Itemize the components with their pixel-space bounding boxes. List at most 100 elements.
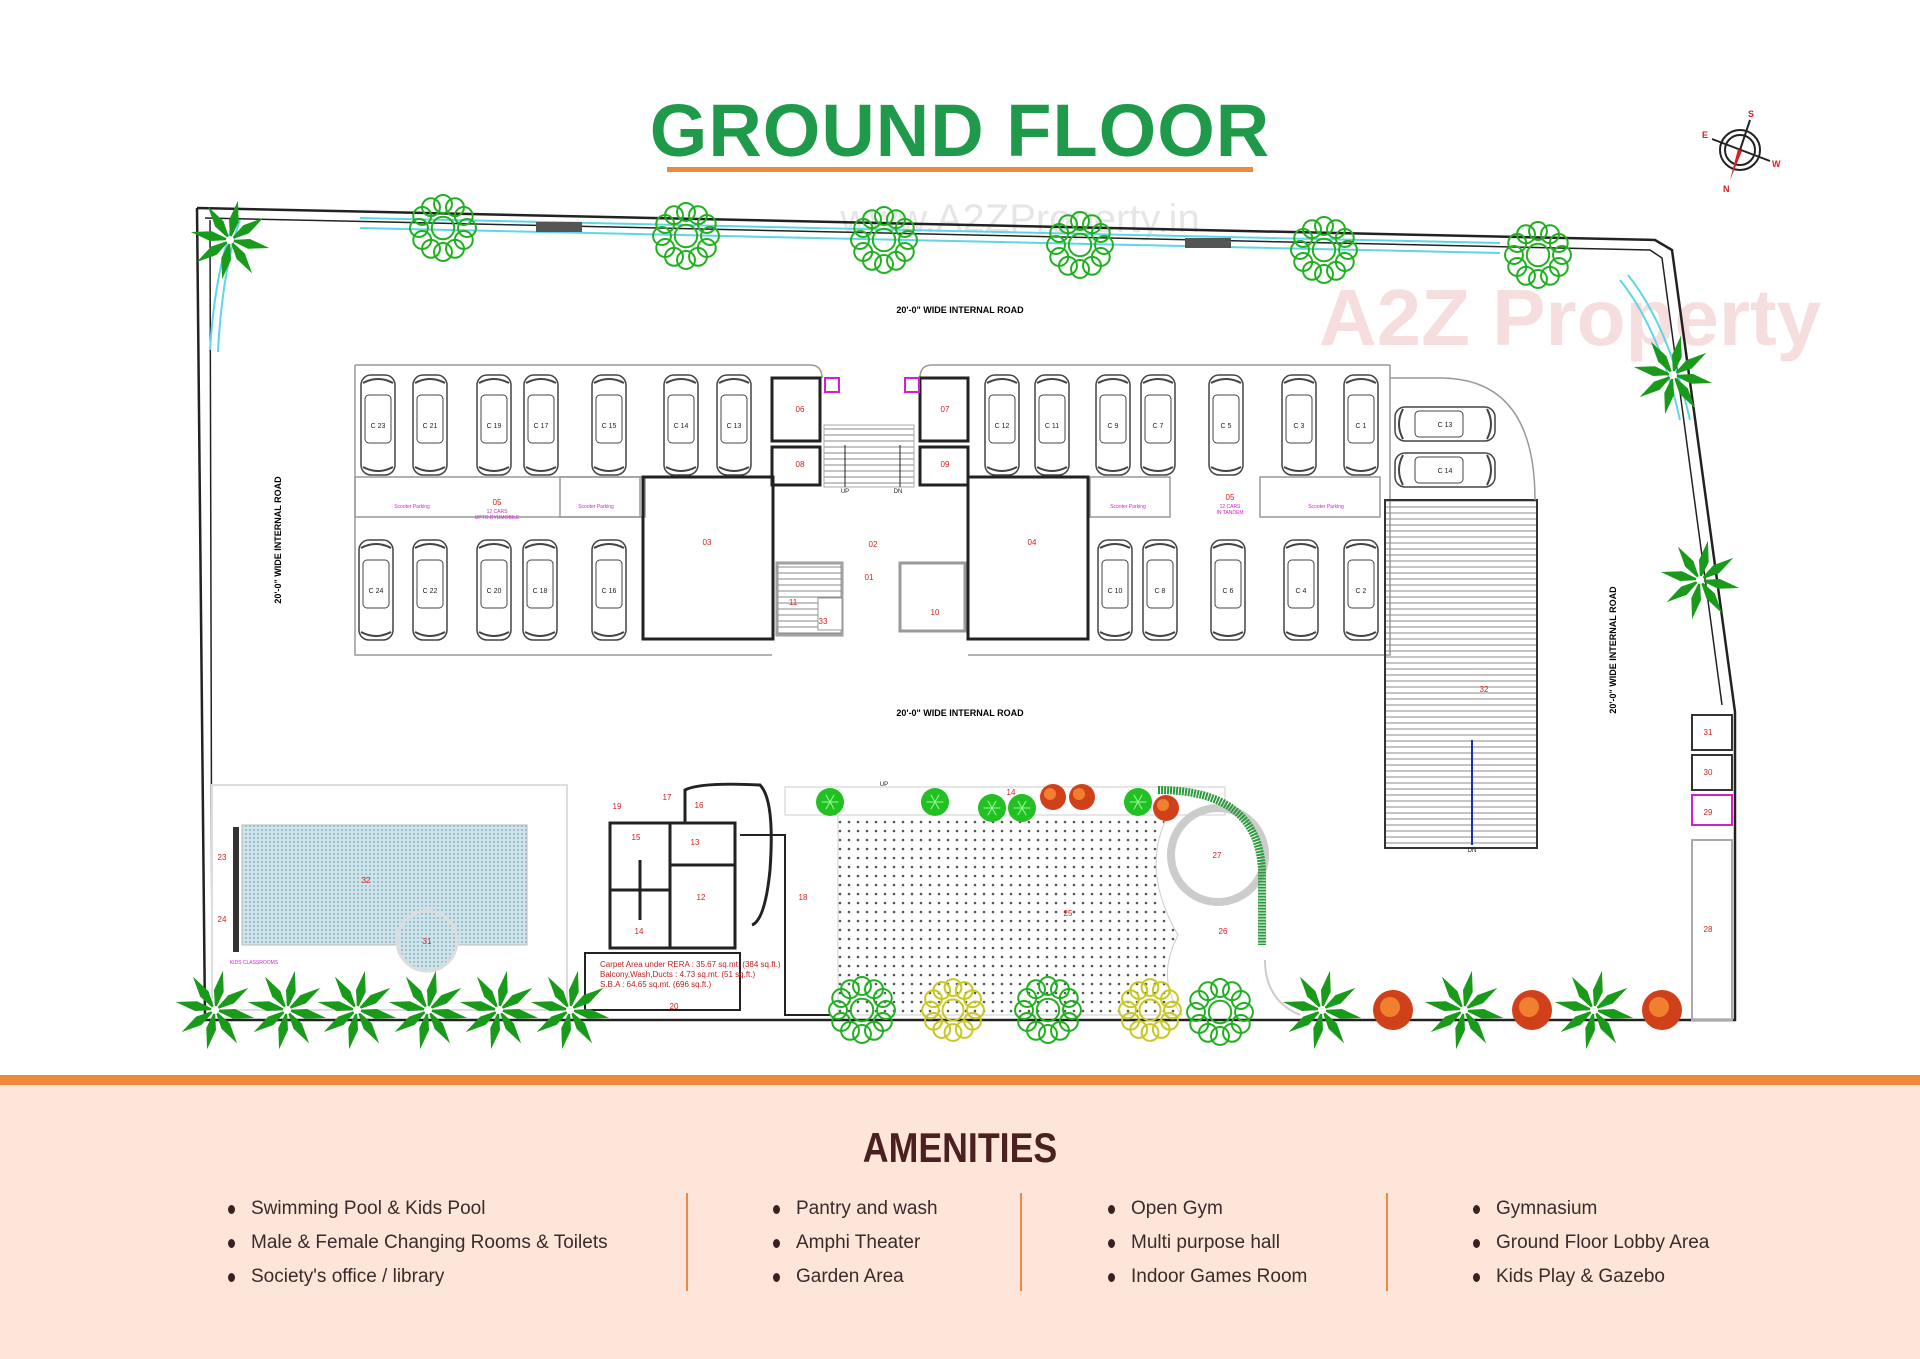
room-label: 13 [691, 838, 700, 847]
amenities-title: AMENITIES [862, 1124, 1058, 1171]
room-label: DN [894, 489, 903, 495]
amenities-column-3: Open Gym Multi purpose hall Indoor Games… [1108, 1192, 1307, 1294]
title-underline [667, 167, 1253, 172]
bush-icon [978, 794, 1006, 822]
room-label: UP [841, 489, 849, 495]
room-label: 18 [799, 893, 808, 902]
parking-slot: C 4 [1283, 539, 1319, 641]
room-label: UPTO DYUMOBILE [475, 515, 520, 521]
room-label: 31 [1704, 728, 1713, 737]
room-label: KIDS CLASSROOMS [230, 960, 279, 966]
amenity-item: Garden Area [773, 1260, 938, 1294]
car-label: C 23 [371, 423, 386, 430]
bush-icon [1008, 794, 1036, 822]
car-label: C 15 [602, 423, 617, 430]
room-label: 04 [1028, 538, 1037, 547]
parking-slot: C 14 [1394, 452, 1496, 488]
car-label: C 4 [1296, 588, 1307, 595]
parking-slot: C 13 [716, 374, 752, 476]
svg-text:N: N [1723, 184, 1730, 194]
palm-tree-icon [459, 970, 539, 1050]
room-label: 33 [819, 617, 828, 626]
parking-slot: C 2 [1343, 539, 1379, 641]
ramp [1384, 499, 1538, 849]
room-label: 09 [941, 460, 950, 469]
room-label: 01 [865, 573, 874, 582]
parking-slot: C 19 [476, 374, 512, 476]
car-label: C 13 [727, 423, 742, 430]
road-label-right: 20'-0" WIDE INTERNAL ROAD [1608, 586, 1618, 714]
car-label: C 19 [487, 423, 502, 430]
palm-tree-icon [1660, 540, 1740, 620]
car-label: C 20 [487, 588, 502, 595]
room-label: 06 [796, 405, 805, 414]
palm-tree-icon [388, 970, 468, 1050]
parking-slot: C 24 [358, 539, 394, 641]
palm-tree-icon [247, 970, 327, 1050]
parking-slot: C 9 [1095, 374, 1131, 476]
parking-slot: C 5 [1208, 374, 1244, 476]
amenity-item: Indoor Games Room [1108, 1260, 1307, 1294]
room-label: 27 [1213, 851, 1222, 860]
room-label: 12 [697, 893, 706, 902]
room-label: 07 [941, 405, 950, 414]
amenity-item: Gymnasium [1473, 1192, 1709, 1226]
room-label: 31 [423, 937, 432, 946]
car-label: C 5 [1221, 423, 1232, 430]
room-label: IN TANDEM [1216, 510, 1243, 516]
parking-slot: C 21 [412, 374, 448, 476]
palm-tree-icon [317, 970, 397, 1050]
car-label: C 3 [1294, 423, 1305, 430]
parking-slot: C 18 [522, 539, 558, 641]
tree-icon [1186, 978, 1254, 1046]
parking-slot: C 1 [1343, 374, 1379, 476]
car-label: C 8 [1155, 588, 1166, 595]
room-label: Scooter Parking [394, 504, 430, 510]
room-label: 17 [663, 793, 672, 802]
room-label: 28 [1704, 925, 1713, 934]
room-label: 02 [869, 540, 878, 549]
palm-tree-icon [1282, 970, 1362, 1050]
room-label: 10 [931, 608, 940, 617]
svg-text:E: E [1702, 130, 1708, 140]
room-label: Scooter Parking [1110, 504, 1146, 510]
car-label: C 1 [1356, 423, 1367, 430]
parking-slot: C 15 [591, 374, 627, 476]
svg-text:S.B.A : 64.65 sq.mt. (696 sq.f: S.B.A : 64.65 sq.mt. (696 sq.ft.) [600, 980, 712, 989]
amenity-item: Swimming Pool & Kids Pool [228, 1192, 608, 1226]
car-label: C 14 [674, 423, 689, 430]
tree-icon [409, 194, 477, 262]
svg-text:S: S [1748, 109, 1754, 119]
area-info: Carpet Area under RERA : 35.67 sq.mt. (3… [600, 960, 781, 989]
parking-slot: C 12 [984, 374, 1020, 476]
shrub-icon [921, 978, 985, 1042]
bush-icon [921, 788, 949, 816]
car-label: C 7 [1153, 423, 1164, 430]
flowering-shrub-icon [1512, 990, 1552, 1030]
room-label: 29 [1704, 808, 1713, 817]
amenity-item: Amphi Theater [773, 1226, 938, 1260]
car-label: C 21 [423, 423, 438, 430]
amenity-item: Multi purpose hall [1108, 1226, 1307, 1260]
amenities-panel [0, 1085, 1920, 1359]
room-label: Scooter Parking [578, 504, 614, 510]
room-label: 26 [1219, 927, 1228, 936]
parking-slot: C 10 [1097, 539, 1133, 641]
tree-icon [1046, 211, 1114, 279]
tree-icon [652, 202, 720, 270]
garden-area [837, 814, 1184, 1016]
amenity-item: Open Gym [1108, 1192, 1307, 1226]
tree-icon [850, 206, 918, 274]
bush-icon [1124, 788, 1152, 816]
amenities-column-2: Pantry and wash Amphi Theater Garden Are… [773, 1192, 938, 1294]
car-label: C 13 [1438, 422, 1453, 429]
tree-icon [828, 976, 896, 1044]
parking-slot: C 14 [663, 374, 699, 476]
road-label-top: 20'-0" WIDE INTERNAL ROAD [896, 305, 1024, 315]
room-label: 05 [493, 498, 502, 507]
column-divider [1386, 1193, 1388, 1291]
car-label: C 6 [1223, 588, 1234, 595]
parking-slot: C 3 [1281, 374, 1317, 476]
flowering-shrub-icon [1040, 784, 1066, 810]
car-label: C 9 [1108, 423, 1119, 430]
